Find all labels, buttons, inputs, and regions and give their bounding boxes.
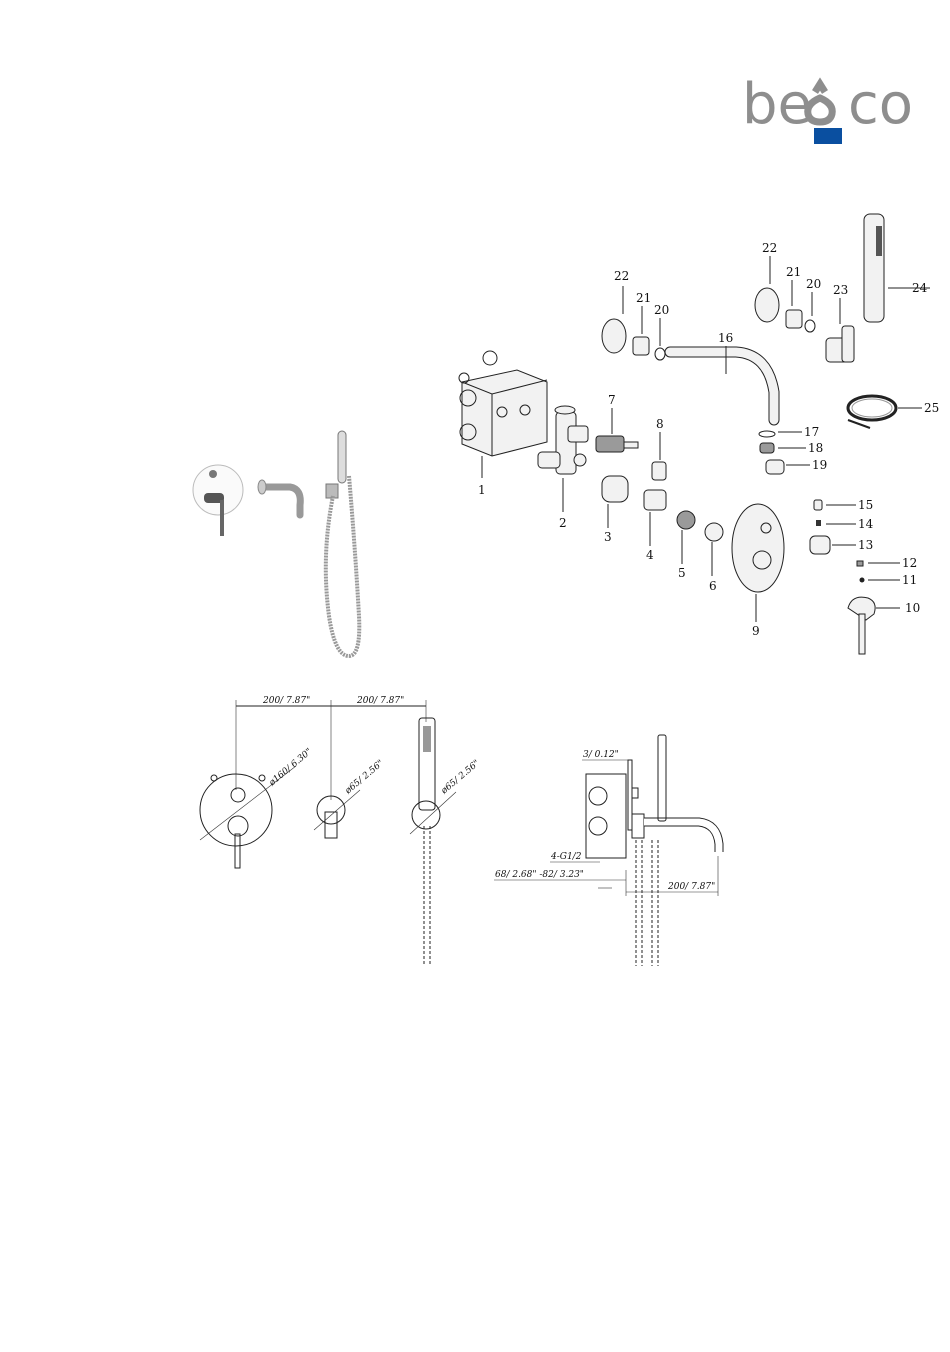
part-8-sleeve bbox=[652, 462, 666, 480]
photo-spout-flange bbox=[258, 480, 266, 494]
part-label: 4 bbox=[646, 548, 654, 562]
photo-hand-shower bbox=[338, 431, 346, 483]
dim-plate-diameter: ø160/ 6.30" bbox=[267, 747, 315, 789]
product-photo bbox=[193, 431, 359, 656]
part-label: 6 bbox=[709, 579, 717, 593]
part-1-mounting-box bbox=[459, 351, 547, 456]
brand-logo: be co bbox=[742, 72, 913, 144]
photo-handle-lever bbox=[220, 500, 224, 536]
part-5-nut bbox=[677, 511, 695, 529]
part-label: 23 bbox=[833, 283, 848, 297]
part-label: 11 bbox=[902, 573, 917, 587]
part-label: 22 bbox=[614, 269, 629, 283]
logo-text-right: co bbox=[848, 72, 913, 137]
part-18-aerator bbox=[760, 443, 774, 453]
leader-lines bbox=[482, 256, 930, 622]
dim-spout-diameter: ø65/ 2.56" bbox=[343, 758, 386, 796]
part-23-holder bbox=[826, 326, 854, 362]
part-4-diverter bbox=[644, 490, 666, 510]
part-25-hose bbox=[848, 396, 896, 428]
photo-wall-plate bbox=[193, 465, 243, 515]
part-13-knob bbox=[810, 536, 830, 554]
part-15-screw bbox=[814, 500, 822, 510]
part-label: 17 bbox=[804, 425, 819, 439]
dim-plate-depth: 3/ 0.12" bbox=[583, 750, 619, 760]
part-label: 13 bbox=[858, 538, 873, 552]
part-21-connector-spout bbox=[633, 337, 649, 355]
part-label: 14 bbox=[858, 517, 874, 531]
part-label: 2 bbox=[559, 516, 567, 530]
part-6-ring bbox=[705, 523, 723, 541]
dim-thread: 4-G1/2 bbox=[550, 852, 582, 862]
part-label: 7 bbox=[608, 393, 616, 407]
logo-blue-square bbox=[814, 128, 842, 144]
part-11-plug bbox=[860, 578, 865, 583]
part-label: 20 bbox=[654, 303, 669, 317]
part-label: 1 bbox=[478, 483, 486, 497]
part-9-wall-plate bbox=[732, 504, 784, 592]
part-19-cap bbox=[766, 460, 784, 474]
part-22-rosette-spout bbox=[602, 319, 626, 353]
part-label: 12 bbox=[902, 556, 917, 570]
photo-diverter-knob bbox=[209, 470, 217, 478]
dim-holder-diameter: ø65/ 2.56" bbox=[439, 758, 482, 796]
part-label: 15 bbox=[858, 498, 873, 512]
part-label: 10 bbox=[905, 601, 920, 615]
part-16-spout-fill bbox=[670, 352, 774, 420]
part-24-hand-shower bbox=[864, 214, 884, 322]
part-label: 16 bbox=[718, 331, 733, 345]
dim-width-2: 200/ 7.87" bbox=[356, 696, 404, 706]
part-label: 24 bbox=[912, 281, 928, 295]
part-label: 5 bbox=[678, 566, 686, 580]
part-20-o-ring-spout bbox=[655, 348, 665, 360]
part-label: 19 bbox=[812, 458, 827, 472]
dim-spout-length: 200/ 7.87" bbox=[667, 882, 715, 892]
part-label: 22 bbox=[762, 241, 777, 255]
part-label: 3 bbox=[604, 530, 612, 544]
part-10-lever-handle bbox=[848, 597, 875, 654]
part-3-cover-sleeve bbox=[602, 476, 628, 502]
part-20-o-ring-holder bbox=[805, 320, 815, 332]
part-21-connector-holder bbox=[786, 310, 802, 328]
logo-text-left: be bbox=[742, 72, 812, 137]
part-label: 25 bbox=[924, 401, 939, 415]
part-22-rosette-holder bbox=[755, 288, 779, 322]
dim-width-1: 200/ 7.87" bbox=[262, 696, 310, 706]
part-17-washer bbox=[759, 431, 775, 437]
photo-spout bbox=[262, 487, 300, 515]
part-14-pin bbox=[816, 520, 821, 526]
part-label: 18 bbox=[808, 441, 823, 455]
part-label: 21 bbox=[636, 291, 651, 305]
front-view-drawing: 200/ 7.87" 200/ 7.87" ø160/ 6.30" ø65/ 2… bbox=[200, 696, 482, 966]
part-label: 8 bbox=[656, 417, 664, 431]
part-label: 9 bbox=[752, 624, 760, 638]
photo-hose bbox=[326, 476, 359, 656]
exploded-view: 1 2 3 4 5 6 7 8 9 10 11 12 13 14 15 16 1… bbox=[459, 214, 939, 654]
side-view-drawing: 3/ 0.12" 4-G1/2 68/ 2.68" -82/ 3.23" 200… bbox=[494, 735, 719, 966]
part-7-cartridge bbox=[596, 436, 638, 452]
part-12-screw bbox=[857, 561, 863, 566]
dim-install-depth: 68/ 2.68" -82/ 3.23" bbox=[495, 870, 584, 880]
part-label: 20 bbox=[806, 277, 821, 291]
part-label: 21 bbox=[786, 265, 801, 279]
